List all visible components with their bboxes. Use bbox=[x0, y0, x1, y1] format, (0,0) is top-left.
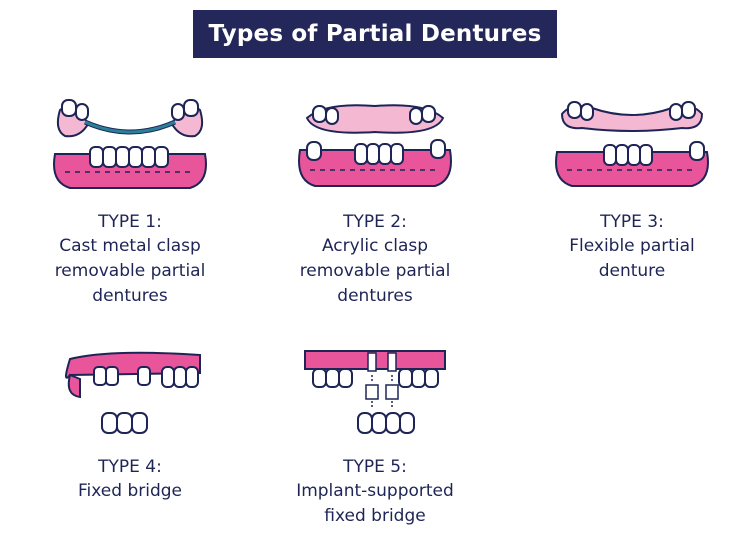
type-1-label: TYPE 1: bbox=[98, 212, 162, 232]
type-5-desc-line-2: fixed bridge bbox=[324, 506, 426, 526]
type-4-card: TYPE 4: Fixed bridge bbox=[35, 345, 225, 504]
type-3-desc-line-1: Flexible partial bbox=[569, 236, 695, 256]
flexible-partial-denture-illustration bbox=[555, 101, 709, 187]
type-4-desc-line-1: Fixed bridge bbox=[77, 481, 182, 501]
fixed-bridge-illustration bbox=[65, 351, 201, 434]
implant-supported-bridge-illustration bbox=[304, 350, 446, 434]
type-2-card: TYPE 2: Acrylic clasp removable partial … bbox=[280, 92, 470, 309]
type-5-label: TYPE 5: bbox=[343, 457, 407, 477]
type-5-desc-line-1: Implant-supported bbox=[296, 481, 454, 501]
type-4-label: TYPE 4: bbox=[98, 457, 162, 477]
type-2-desc-line-2: removable partial bbox=[299, 261, 451, 281]
type-1-desc-line-3: dentures bbox=[92, 286, 168, 306]
cast-metal-clasp-denture-illustration bbox=[53, 99, 207, 189]
type-3-description: Flexible partial denture bbox=[537, 234, 727, 284]
type-1-desc-line-2: removable partial bbox=[54, 261, 206, 281]
type-1-description: Cast metal clasp removable partial dentu… bbox=[35, 234, 225, 309]
type-2-desc-line-3: dentures bbox=[337, 286, 413, 306]
type-5-description: Implant-supported fixed bridge bbox=[280, 479, 470, 529]
acrylic-clasp-denture-illustration bbox=[298, 104, 452, 187]
type-2-label: TYPE 2: bbox=[343, 212, 407, 232]
type-2-desc-line-1: Acrylic clasp bbox=[321, 236, 429, 256]
page-title: Types of Partial Dentures bbox=[193, 10, 557, 58]
type-1-desc-line-1: Cast metal clasp bbox=[59, 236, 201, 256]
type-3-label: TYPE 3: bbox=[600, 212, 664, 232]
type-3-card: TYPE 3: Flexible partial denture bbox=[537, 92, 727, 284]
type-4-description: Fixed bridge bbox=[35, 479, 225, 504]
type-1-card: TYPE 1: Cast metal clasp removable parti… bbox=[35, 92, 225, 309]
type-2-description: Acrylic clasp removable partial dentures bbox=[280, 234, 470, 309]
type-3-desc-line-2: denture bbox=[598, 261, 666, 281]
type-5-card: TYPE 5: Implant-supported fixed bridge bbox=[280, 345, 470, 529]
